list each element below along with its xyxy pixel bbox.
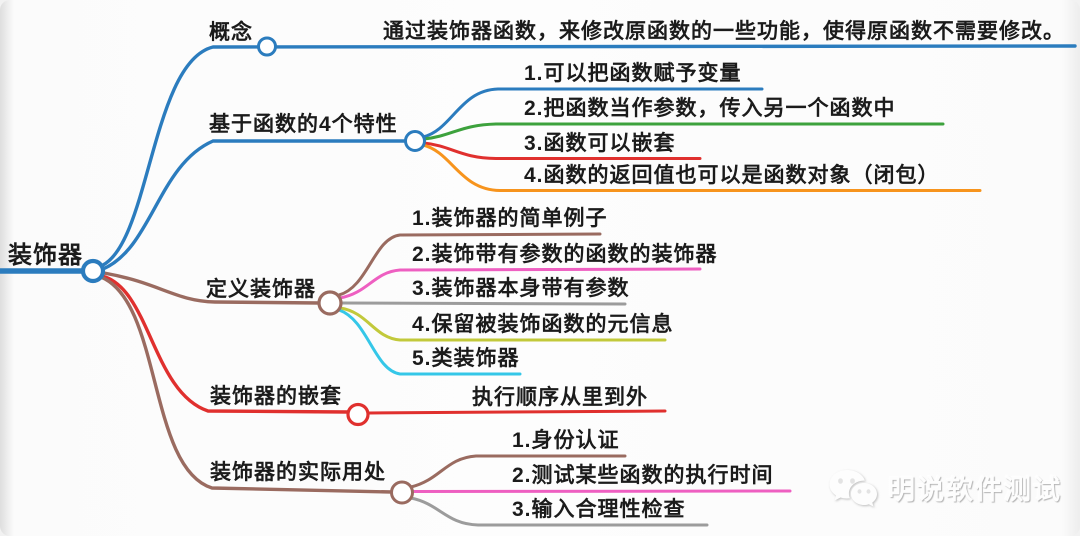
leaf-line-define-1 [337,232,602,297]
leaf-label-usage-3: 3.输入合理性检查 [512,498,686,521]
leaf-line-define-2 [338,267,702,300]
leaf-line-feature-3 [422,141,702,160]
branch-label-nesting: 装饰器的嵌套 [210,385,342,408]
watermark-text: 明说软件测试 [888,475,1062,505]
leaf-line-usage-1 [409,454,627,489]
branch-label-define: 定义装饰器 [206,278,316,301]
branch-label-features: 基于函数的4个特性 [209,113,398,136]
branch-label-usage: 装饰器的实际用处 [210,461,386,484]
leaf-line-define-4 [338,306,667,342]
branch-label-concept: 概念 [209,21,253,44]
leaf-label-define-1: 1.装饰器的简单例子 [412,207,608,230]
leaf-label-define-4: 4.保留被装饰函数的元信息 [412,313,674,336]
branch-line-concept [101,44,1077,267]
node-circle-concept [257,36,277,57]
leaf-label-feature-3: 3.函数可以嵌套 [524,132,676,155]
leaf-line-define-3 [339,301,627,306]
leaf-label-define-5: 5.类装饰器 [412,347,520,370]
leaf-line-usage-3 [409,496,709,527]
leaf-line-feature-1 [421,87,764,139]
leaf-line-feature-2 [422,122,945,141]
leaf-label-concept-desc: 通过装饰器函数，来修改原函数的一些功能，使得原函数不需要修改。 [383,20,1065,43]
branch-line-features [101,139,408,271]
leaf-line-usage-2 [411,489,792,493]
node-circle-usage [390,480,414,505]
branch-line-usage [99,275,394,494]
leaf-line-feature-4 [421,143,982,192]
leaf-line-nesting-1 [367,409,667,415]
leaf-line-define-5 [337,308,522,376]
node-circle-define [317,290,343,316]
leaf-label-usage-1: 1.身份认证 [512,429,620,452]
leaf-label-nesting-1: 执行顺序从里到外 [472,386,648,409]
leaf-label-feature-2: 2.把函数当作参数，传入另一个函数中 [524,97,896,120]
branch-line-nesting [100,274,350,414]
wechat-icon [829,469,877,507]
leaf-label-define-2: 2.装饰带有参数的函数的装饰器 [412,243,718,266]
watermark: 明说软件测试 [828,463,1073,518]
leaf-label-usage-2: 2.测试某些函数的执行时间 [512,464,774,487]
branch-line-define [102,271,322,305]
node-circle-features [404,130,426,152]
node-circle-nesting [346,402,370,427]
leaf-label-define-3: 3.装饰器本身带有参数 [412,277,630,300]
leaf-label-feature-1: 1.可以把函数赋予变量 [524,62,742,85]
root-node-label: 装饰器 [8,242,83,269]
leaf-label-feature-4: 4.函数的返回值也可以是函数对象（闭包） [524,164,940,187]
node-circle-root [80,258,106,284]
